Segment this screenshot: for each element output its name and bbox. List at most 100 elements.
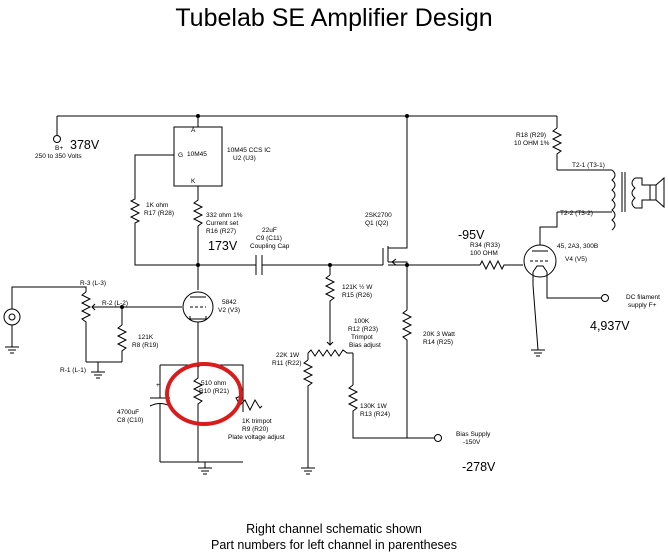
r11-value-label: 22K 1W xyxy=(276,352,300,359)
r12-purpose-label: Bias adjust xyxy=(349,342,381,349)
u3-label: 10M45 CCS IC xyxy=(227,147,271,154)
r9-desc-label: Plate voltage adjust xyxy=(228,434,285,441)
highlight-circle xyxy=(165,362,243,426)
t2-2-label: T2-2 (T3-2) xyxy=(560,210,593,217)
voltage-bias: -278V xyxy=(462,460,496,474)
r1-label: R-1 (L-1) xyxy=(60,367,87,374)
bias-supply-label: Bias Supply xyxy=(456,431,491,438)
q1-value-label: 2SK2700 xyxy=(365,212,392,219)
r12-trimpot xyxy=(307,349,353,357)
v4-filament-ground-wire xyxy=(532,272,539,351)
v2-ref-label: V2 (V3) xyxy=(218,307,241,314)
footer-line-1: Right channel schematic shown xyxy=(246,522,422,536)
ic-gate-wire xyxy=(134,154,174,195)
r14-value-label: 20K 3 Watt xyxy=(423,331,455,338)
r10-ref-label: R10 (R21) xyxy=(199,388,229,395)
r18-value-label: 10 OHM 1% xyxy=(514,140,550,147)
r18-resistor xyxy=(551,127,563,170)
u3-ref-label: U2 (U3) xyxy=(233,155,256,162)
filament-supply-label: supply F+ xyxy=(628,302,657,309)
r17-ref-label: R17 (R28) xyxy=(144,210,174,217)
v2-type-label: 5842 xyxy=(222,299,237,306)
voltage-grid: -95V xyxy=(458,228,485,242)
r12-value-label: 100K xyxy=(354,318,370,325)
r13-resistor xyxy=(347,384,434,439)
r16-resistor xyxy=(192,198,204,265)
r10-value-label: 510 ohm xyxy=(201,380,227,387)
input-jack xyxy=(3,308,21,326)
r8-ref-label: R8 (R19) xyxy=(132,342,159,349)
q1-ref-label: Q1 (Q2) xyxy=(365,220,389,227)
speaker-icon xyxy=(649,184,657,201)
r8-resistor xyxy=(116,324,128,362)
r8-value-label: 121K xyxy=(138,334,154,341)
q1-source-wire xyxy=(388,261,408,310)
bias-voltage-label: -150V xyxy=(463,439,481,446)
input-wire xyxy=(11,286,87,309)
r17-bottom-wire xyxy=(134,231,198,266)
r3-label: R-3 (L-3) xyxy=(80,280,107,287)
r34-value-label: 100 OHM xyxy=(470,250,498,257)
t2-1-label: T2-1 (T3-1) xyxy=(572,162,605,169)
r16-desc-label: Current set xyxy=(206,220,239,227)
v2-cathode xyxy=(189,316,207,320)
bplus-terminal xyxy=(53,135,61,143)
r15-ref-label: R15 (R26) xyxy=(342,292,372,299)
c9-desc-label: Coupling Cap xyxy=(250,243,290,250)
v4-type-label: 45, 2A3, 300B xyxy=(557,243,599,250)
c8-value-label: 4700uF xyxy=(117,409,140,416)
r15-resistor xyxy=(324,274,336,310)
bplus-label: B+ xyxy=(55,145,64,152)
r15-value-label: 121K ½ W xyxy=(342,284,373,291)
r9-trimpot xyxy=(235,394,263,412)
r12-desc-label: Trimpot xyxy=(351,334,373,341)
bias-terminal xyxy=(434,434,442,442)
r11-ref-label: R11 (R22) xyxy=(272,360,302,367)
r12-wiper-arrow xyxy=(326,341,334,346)
r2-label: R-2 (L-2) xyxy=(102,300,129,307)
diagram-title: Tubelab SE Amplifier Design xyxy=(175,4,493,32)
filament-terminal xyxy=(601,294,609,302)
voltage-cathode: 173V xyxy=(208,239,238,253)
v4-filament-supply-wire xyxy=(546,272,602,299)
input-jack-center xyxy=(8,313,16,321)
r34-ref-label: R34 (R33) xyxy=(470,242,500,249)
speaker-wire xyxy=(635,177,650,186)
v4-plate-wire xyxy=(539,212,558,245)
t2-primary xyxy=(611,169,616,231)
r13-value-label: 130K 1W xyxy=(360,403,387,410)
r2-wiper-arrow xyxy=(91,303,96,311)
r17-resistor xyxy=(129,195,141,231)
c8-plus-label: + xyxy=(156,382,160,389)
r10-resistor xyxy=(192,365,204,462)
v4-filament xyxy=(532,265,548,273)
ic-pin-g-label: G xyxy=(178,152,184,159)
r18-ref-label: R18 (R29) xyxy=(516,132,546,139)
c9-ref-label: C9 (C11) xyxy=(256,235,282,242)
r16-ref-label: R16 (R27) xyxy=(206,228,236,235)
bplus-rail xyxy=(56,115,557,136)
q1-source-arrow xyxy=(391,258,397,266)
footer-line-2: Part numbers for left channel in parenth… xyxy=(211,538,457,552)
c9-value-label: 22uF xyxy=(262,227,277,234)
r12-ref-label: R12 (R23) xyxy=(348,326,378,333)
ic-pin-k-label: K xyxy=(191,178,196,185)
q1-drain-wire xyxy=(388,116,408,249)
voltage-bplus: 378V xyxy=(70,138,100,152)
v4-ref-label: V4 (V5) xyxy=(565,256,588,263)
r17-value-label: 1K ohm xyxy=(146,202,169,209)
c8-ref-label: C8 (C10) xyxy=(117,417,144,424)
filament-label: DC filament xyxy=(626,294,660,301)
voltage-filament: 4,937V xyxy=(590,319,630,333)
t2-secondary xyxy=(631,177,636,209)
r14-ref-label: R14 (R25) xyxy=(423,339,453,346)
ic-chip-label: 10M45 xyxy=(187,151,207,158)
r16-value-label: 332 ohm 1% xyxy=(206,212,243,219)
r14-resistor xyxy=(401,309,413,438)
r34-resistor xyxy=(479,259,523,271)
r13-ref-label: R13 (R24) xyxy=(360,411,390,418)
bplus-range-label: 250 to 350 Volts xyxy=(35,153,82,160)
ic-pin-a-label: A xyxy=(191,127,196,134)
r3-potentiometer xyxy=(80,291,92,362)
